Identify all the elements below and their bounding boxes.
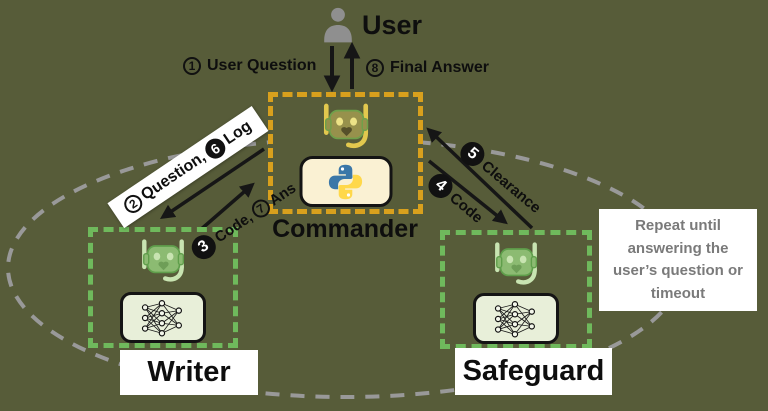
python-tile xyxy=(299,156,392,207)
step-8-badge: 8 xyxy=(366,59,384,77)
repeat-note-box: Repeat until answering the user’s questi… xyxy=(599,209,757,311)
flow-final-answer: 8 Final Answer xyxy=(366,59,489,77)
safeguard-nn-tile xyxy=(473,293,559,344)
arrow-commander-to-safeguard xyxy=(427,159,508,225)
flow-final-answer-label: Final Answer xyxy=(390,59,489,76)
arrow-commander-to-writer xyxy=(159,147,265,220)
commander-box xyxy=(268,92,423,214)
writer-label: Writer xyxy=(120,350,258,395)
repeat-note-text: Repeat until answering the user’s questi… xyxy=(612,217,744,302)
writer-nn-tile xyxy=(120,292,206,343)
neural-network-icon xyxy=(494,300,535,337)
commander-label: Commander xyxy=(272,215,418,243)
user-label: User xyxy=(362,10,423,40)
writer-robot-icon xyxy=(142,239,185,282)
arrow-safeguard-to-commander xyxy=(426,127,534,230)
commander-robot-icon xyxy=(323,103,368,149)
python-icon xyxy=(328,164,363,199)
safeguard-label: Safeguard xyxy=(455,348,612,395)
flow-user-question: 1 User Question xyxy=(183,57,316,75)
step-1-badge: 1 xyxy=(183,57,201,75)
safeguard-robot-icon xyxy=(495,242,538,285)
neural-network-icon xyxy=(141,299,182,336)
user-icon xyxy=(324,7,352,43)
flow-user-question-label: User Question xyxy=(207,57,317,74)
safeguard-box xyxy=(440,230,592,349)
